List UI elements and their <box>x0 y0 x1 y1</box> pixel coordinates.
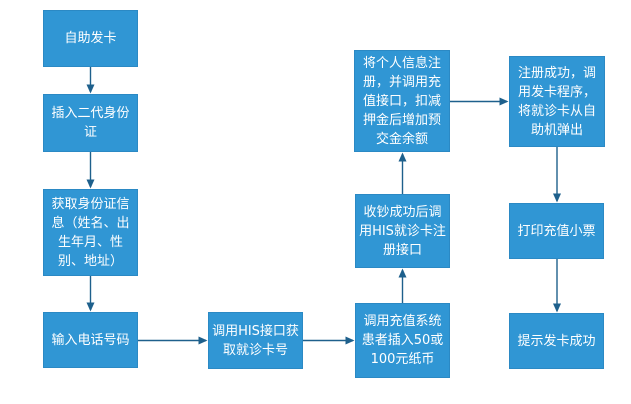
flow-node-call-his: 调用HIS接口获取就诊卡号 <box>208 312 303 369</box>
flow-node-label: 获取身份证信息（姓名、出生年月、性别、地址） <box>51 196 130 269</box>
flow-node-label: 将个人信息注册，并调用充值接口，扣减押金后增加预交金余额 <box>362 55 441 147</box>
flow-node-label: 输入电话号码 <box>51 332 130 348</box>
flow-node-register-recharge: 将个人信息注册，并调用充值接口，扣减押金后增加预交金余额 <box>354 50 450 152</box>
flow-node-label: 提示发卡成功 <box>517 333 596 349</box>
flow-node-label: 自助发卡 <box>64 31 117 46</box>
flow-node-insert-id: 插入二代身份证 <box>43 94 138 152</box>
flow-node-label: 调用充值系统患者插入50或100元纸币 <box>361 314 444 367</box>
flow-node-label: 打印充值小票 <box>517 223 596 239</box>
flow-node-label: 调用HIS接口获取就诊卡号 <box>212 323 299 358</box>
flow-node-read-id-info: 获取身份证信息（姓名、出生年月、性别、地址） <box>43 189 138 276</box>
flow-node-cash-register: 收钞成功后调用HIS就诊卡注册接口 <box>355 194 450 268</box>
flow-node-label: 插入二代身份证 <box>51 106 130 140</box>
flow-node-start: 自助发卡 <box>43 10 138 67</box>
flow-node-success: 提示发卡成功 <box>509 313 604 369</box>
flow-node-register-eject: 注册成功，调用发卡程序，将就诊卡从自助机弹出 <box>509 56 605 147</box>
flow-node-label: 收钞成功后调用HIS就诊卡注册接口 <box>359 204 446 258</box>
flow-node-insert-cash: 调用充值系统患者插入50或100元纸币 <box>355 303 450 378</box>
flow-node-label: 注册成功，调用发卡程序，将就诊卡从自助机弹出 <box>517 65 596 138</box>
flow-node-print-receipt: 打印充值小票 <box>509 203 604 259</box>
flow-node-enter-phone: 输入电话号码 <box>43 312 138 368</box>
